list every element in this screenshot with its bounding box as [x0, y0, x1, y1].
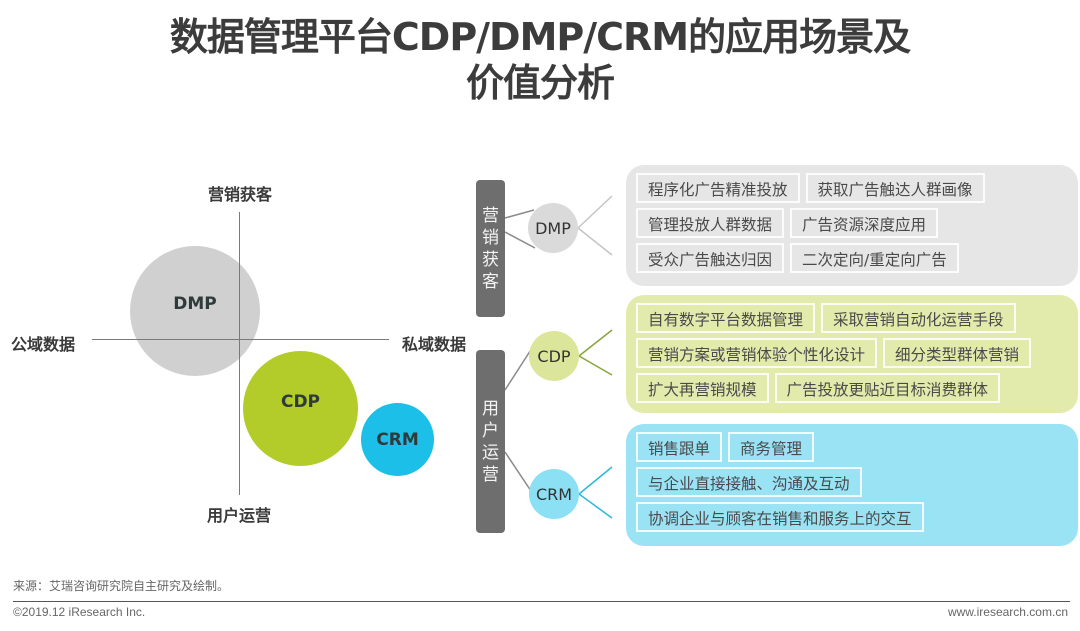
- bubble-dmp: DMP: [130, 246, 260, 376]
- group-char: 营: [482, 205, 499, 226]
- connector-crm-panel-a: [578, 466, 613, 495]
- website-link[interactable]: www.iresearch.com.cn: [947, 605, 1068, 619]
- axis-label-right: 私域数据: [402, 335, 467, 354]
- panel-dmp: 程序化广告精准投放获取广告触达人群画像 管理投放人群数据广告资源深度应用 受众广…: [626, 165, 1078, 286]
- group-marketing-acquisition: 营 销 获 客: [476, 180, 505, 317]
- feature-chip: 营销方案或营销体验个性化设计: [636, 338, 878, 368]
- group-char: 户: [482, 420, 499, 441]
- group-char: 用: [482, 398, 499, 419]
- connector-cdp-panel-b: [578, 355, 613, 376]
- connector-dmp-panel-a: [577, 195, 613, 229]
- feature-chip: 销售跟单: [636, 432, 723, 462]
- group-char: 客: [482, 271, 499, 292]
- axis-label-top: 营销获客: [208, 185, 273, 204]
- feature-chip: 广告资源深度应用: [790, 208, 939, 238]
- connector-dmp-panel-b: [577, 227, 613, 256]
- group-user-operation: 用 户 运 营: [476, 350, 505, 533]
- bubble-crm-label: CRM: [376, 429, 419, 450]
- node-dmp-label: DMP: [535, 218, 571, 238]
- feature-chip: 受众广告触达归因: [636, 243, 785, 273]
- group-char: 营: [482, 464, 499, 485]
- bubble-cdp-label: CDP: [280, 391, 321, 412]
- footer-divider: [13, 601, 1070, 602]
- feature-chip: 自有数字平台数据管理: [636, 303, 816, 333]
- panel-crm: 销售跟单商务管理 与企业直接接触、沟通及互动 协调企业与顾客在销售和服务上的交互: [626, 424, 1078, 546]
- feature-chip: 扩大再营销规模: [636, 373, 769, 403]
- connector-crm-panel-b: [578, 493, 613, 519]
- feature-chip: 协调企业与顾客在销售和服务上的交互: [636, 502, 924, 532]
- vertical-axis: [239, 212, 240, 495]
- page-title-line2: 价值分析: [465, 61, 615, 105]
- source-note: 来源：艾瑞咨询研究院自主研究及绘制。: [13, 579, 230, 593]
- axis-label-bottom: 用户运营: [207, 506, 272, 525]
- node-cdp: CDP: [529, 331, 579, 381]
- feature-chip: 采取营销自动化运营手段: [821, 303, 1016, 333]
- feature-chip: 程序化广告精准投放: [636, 173, 800, 203]
- feature-chip: 二次定向/重定向广告: [790, 243, 959, 273]
- page-title: 数据管理平台CDP/DMP/CRM的应用场景及: [169, 15, 911, 59]
- axis-label-left: 公域数据: [11, 335, 76, 354]
- node-crm: CRM: [529, 469, 579, 519]
- feature-chip: 广告投放更贴近目标消费群体: [774, 373, 1001, 403]
- bubble-dmp-label: DMP: [173, 294, 217, 314]
- node-cdp-label: CDP: [537, 346, 571, 366]
- bubble-cdp: CDP: [243, 351, 358, 466]
- horizontal-axis: [92, 339, 389, 340]
- group-char: 运: [482, 442, 499, 463]
- node-dmp: DMP: [528, 203, 578, 253]
- feature-chip: 获取广告触达人群画像: [805, 173, 985, 203]
- group-char: 获: [482, 249, 499, 270]
- group-char: 销: [482, 227, 499, 248]
- panel-cdp: 自有数字平台数据管理采取营销自动化运营手段 营销方案或营销体验个性化设计细分类型…: [626, 295, 1078, 413]
- feature-chip: 管理投放人群数据: [636, 208, 785, 238]
- copyright: ©2019.12 iResearch Inc.: [13, 605, 146, 619]
- feature-chip: 细分类型群体营销: [883, 338, 1032, 368]
- connector-cdp-panel-a: [578, 329, 613, 357]
- feature-chip: 商务管理: [728, 432, 815, 462]
- bubble-crm: CRM: [361, 403, 434, 476]
- node-crm-label: CRM: [535, 484, 573, 504]
- feature-chip: 与企业直接接触、沟通及互动: [636, 467, 862, 497]
